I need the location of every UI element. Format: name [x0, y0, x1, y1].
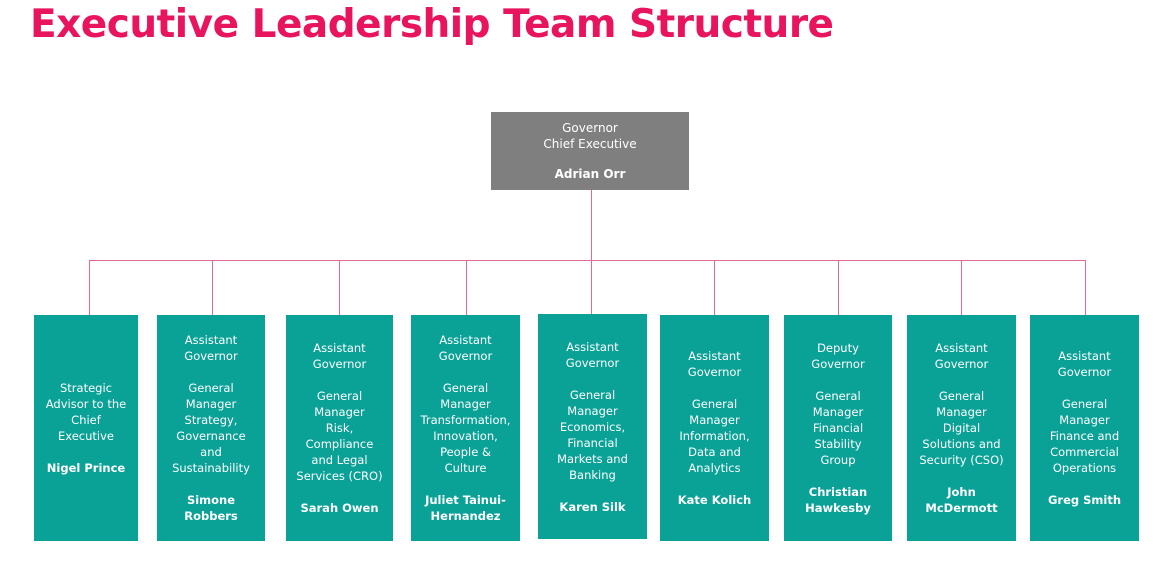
node-transformation: Assistant Governor General Manager Trans… [411, 315, 520, 541]
node-department: General Manager Economics, Financial Mar… [557, 387, 628, 482]
connector-drop [466, 260, 467, 315]
node-strategy-governance: Assistant Governor General Manager Strat… [157, 315, 265, 541]
node-governor-chief-executive: Governor Chief Executive Adrian Orr [491, 112, 689, 190]
node-role: Governor Chief Executive [543, 121, 637, 151]
connector-drop [339, 260, 340, 315]
node-digital-security: Assistant Governor General Manager Digit… [907, 315, 1016, 541]
node-role: Assistant Governor [1057, 349, 1112, 379]
node-name: Greg Smith [1047, 493, 1122, 507]
node-name: Christian Hawkesby [805, 485, 871, 515]
connector-drop [89, 260, 90, 315]
node-name: Nigel Prince [46, 461, 126, 475]
node-role: Deputy Governor [811, 341, 865, 371]
node-role: Strategic Advisor to the Chief Executive [45, 381, 127, 443]
node-role: Assistant Governor [438, 333, 493, 363]
connector-drop [714, 260, 715, 315]
node-role: Assistant Governor [687, 349, 742, 379]
node-financial-stability: Deputy Governor General Manager Financia… [784, 315, 892, 541]
node-role: Assistant Governor [184, 333, 238, 363]
node-name: Simone Robbers [184, 493, 238, 523]
node-strategic-advisor: Strategic Advisor to the Chief Executive… [34, 315, 138, 541]
node-role: Assistant Governor [934, 341, 989, 371]
connector-drop [212, 260, 213, 315]
node-department: General Manager Finance and Commercial O… [1049, 397, 1120, 475]
connector-drop [1085, 260, 1086, 315]
node-department: General Manager Information, Data and An… [679, 397, 750, 475]
connector-drop [838, 260, 839, 315]
node-information-data: Assistant Governor General Manager Infor… [660, 315, 769, 541]
node-department: General Manager Transformation, Innovati… [420, 381, 511, 475]
node-economics-markets: Assistant Governor General Manager Econo… [538, 314, 647, 539]
node-name: Juliet Tainui- Hernandez [425, 493, 506, 523]
connector-vertical-chief [591, 190, 592, 261]
chart-title: Executive Leadership Team Structure [30, 2, 834, 47]
node-department: General Manager Strategy, Governance and… [172, 381, 250, 475]
node-finance-commercial: Assistant Governor General Manager Finan… [1030, 315, 1139, 541]
node-name: Sarah Owen [300, 501, 379, 515]
node-department: General Manager Risk, Compliance and Leg… [296, 389, 383, 483]
node-name: Adrian Orr [554, 167, 626, 181]
connector-drop [961, 260, 962, 315]
node-name: Karen Silk [559, 499, 626, 514]
node-department: General Manager Digital Solutions and Se… [919, 389, 1004, 467]
node-name: John McDermott [925, 485, 998, 515]
connector-horizontal [89, 260, 1086, 261]
node-risk-compliance: Assistant Governor General Manager Risk,… [286, 315, 393, 541]
node-department: General Manager Financial Stability Grou… [812, 389, 864, 467]
connector-drop [591, 260, 592, 315]
node-role: Assistant Governor [565, 339, 620, 370]
node-role: Assistant Governor [312, 341, 367, 371]
node-name: Kate Kolich [677, 493, 752, 507]
